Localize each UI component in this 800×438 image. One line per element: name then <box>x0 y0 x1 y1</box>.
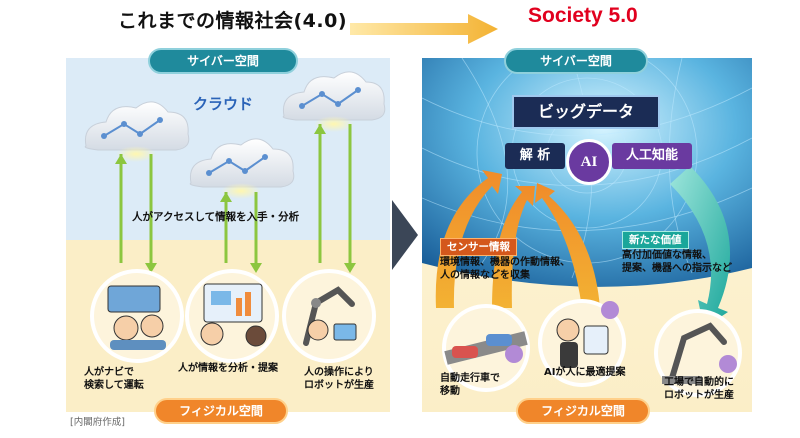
analysis-illustration <box>185 269 279 363</box>
access-text: 人がアクセスして情報を入手・分析 <box>132 211 300 223</box>
left-diagram <box>84 71 386 363</box>
right-caption-ai: AIが人に最適提案 <box>544 367 626 378</box>
right-caption-car: 自動走行車で 移動 <box>440 373 500 397</box>
transition-arrow-icon <box>350 14 498 44</box>
left-caption-navigation: 人がナビで 検索して運転 <box>84 367 144 391</box>
cloud-icon <box>84 101 190 151</box>
navigation-driving-illustration <box>90 269 184 363</box>
right-title: Society 5.0 <box>528 4 638 27</box>
robot-operation-illustration <box>282 269 376 363</box>
right-physical-label: フィジカル空間 <box>516 398 650 424</box>
bigdata-box: ビッグデータ <box>512 95 660 129</box>
factory-robot-illustration <box>654 309 742 397</box>
autonomous-car-illustration <box>442 304 530 392</box>
access-loop-arrows <box>119 124 352 263</box>
left-title: これまでの情報社会(4.0) <box>118 10 348 32</box>
new-value-title: 新たな価値 <box>622 231 689 249</box>
left-caption-robot: 人の操作により ロボットが生産 <box>304 367 374 391</box>
chevron-right-icon <box>392 200 418 270</box>
left-physical-label: フィジカル空間 <box>154 398 288 424</box>
sensor-info-title: センサー情報 <box>440 238 517 256</box>
cloud-icon <box>189 138 295 188</box>
right-caption-factory: 工場で自動的に ロボットが生産 <box>664 377 734 401</box>
left-cyber-label: サイバー空間 <box>148 48 298 74</box>
right-cyber-label: サイバー空間 <box>504 48 648 74</box>
sensor-info-text: 環境情報、機器の作動情報、 人の情報などを収集 <box>440 257 570 281</box>
cloud-icon <box>282 71 386 121</box>
ai-text-label: 人工知能 <box>612 143 692 169</box>
cloud-label: クラウド <box>193 95 254 113</box>
new-value-text: 高付加価値な情報、 提案、機器への指示など <box>622 250 732 274</box>
left-caption-analysis: 人が情報を分析・提案 <box>178 363 278 374</box>
source-note: [内閣府作成] <box>70 417 125 428</box>
ai-proposal-illustration <box>538 299 626 387</box>
value-return-arrow <box>670 166 731 328</box>
ai-badge: AI <box>566 139 612 185</box>
analysis-label: 解 析 <box>505 143 565 169</box>
